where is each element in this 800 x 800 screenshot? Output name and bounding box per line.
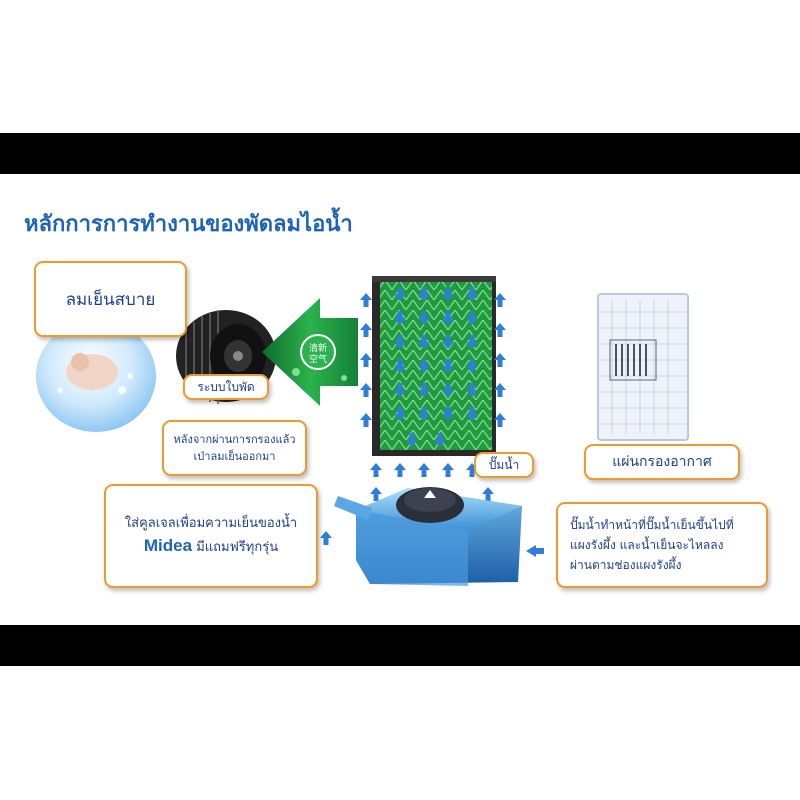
airflow-arrow-icon xyxy=(262,298,358,406)
fan-system-label: ระบบใบพัด xyxy=(183,374,269,400)
after-filter-label: หลังจากผ่านการกรองแล้ว เป่าลมเย็นออกมา xyxy=(162,420,307,476)
water-pump-text: ปั๊มน้ำ xyxy=(488,457,520,472)
pump-desc-line-1: ปั๊มน้ำทำหน้าที่ปั๊มน้ำเย็นขึ้นไปที่ xyxy=(570,518,734,532)
top-black-bar xyxy=(0,133,800,174)
cool-gel-line-1: ใส่คูลเจลเพื่อมความเย็นของน้ำ xyxy=(124,516,298,531)
inlet-arrow xyxy=(526,545,544,557)
water-pump-label: ปั๊มน้ำ xyxy=(474,452,534,478)
honeycomb-pad xyxy=(372,276,496,456)
bottom-black-bar xyxy=(0,625,800,666)
cool-breeze-bubble xyxy=(36,320,156,432)
after-filter-line-2: เป่าลมเย็นออกมา xyxy=(193,450,276,463)
cool-breeze-label: ลมเย็นสบาย xyxy=(34,261,187,337)
pump-desc-line-3: ผ่านตามช่องแผงรังผึ้ง xyxy=(570,558,682,572)
cool-gel-label: ใส่คูลเจลเพื่อมความเย็นของน้ำ Midea มีแถ… xyxy=(104,484,318,588)
brand-name: Midea xyxy=(143,536,193,555)
free-gift-text: มีแถมฟรีทุกรุ่น xyxy=(196,540,279,555)
fan-system-text: ระบบใบพัด xyxy=(197,379,255,394)
pump-desc-line-2: แผงรังผึ้ง และน้ำเย็นจะไหลลง xyxy=(570,538,724,552)
after-filter-line-1: หลังจากผ่านการกรองแล้ว xyxy=(173,433,296,446)
air-filter-label: แผ่นกรองอากาศ xyxy=(584,444,740,480)
pump-description-label: ปั๊มน้ำทำหน้าที่ปั๊มน้ำเย็นขึ้นไปที่ แผง… xyxy=(556,502,768,588)
water-tank xyxy=(334,487,522,586)
badge-line-2: 空气 xyxy=(309,353,327,365)
cool-breeze-text: ลมเย็นสบาย xyxy=(65,289,156,310)
air-filter-panel xyxy=(597,293,689,441)
air-filter-text: แผ่นกรองอากาศ xyxy=(612,454,712,470)
badge-line-1: 清新 xyxy=(309,342,327,354)
diagram-title: หลักการการทำงานของพัดลมไอน้ำ xyxy=(24,211,353,237)
